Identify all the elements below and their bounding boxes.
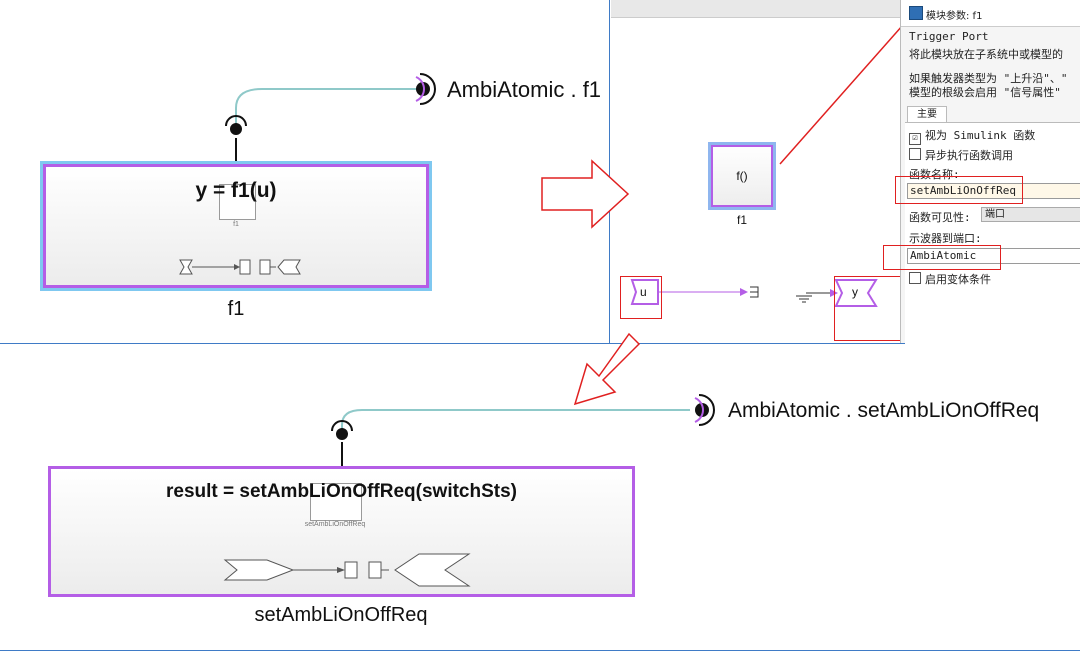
dialog-app-icon	[909, 6, 923, 20]
f1-function-block[interactable]: f1 y = f1(u)	[43, 164, 429, 288]
dialog-title-bar: 模块参数: f1	[901, 0, 1080, 27]
scope-input[interactable]: AmbiAtomic	[907, 248, 1080, 264]
setAmbLiOnOffReq-signature: result = setAmbLiOnOffReq(switchSts)	[165, 481, 518, 502]
bottom-connector	[331, 394, 715, 466]
treat-as-fn-option[interactable]: ☑ 视为 Simulink 函数	[909, 127, 1035, 145]
f1-signature: y = f1(u)	[195, 179, 277, 202]
canvas-wires	[630, 16, 911, 307]
fn-visibility-label: 函数可见性:	[909, 211, 971, 224]
top-left-connector	[225, 73, 436, 166]
block-type-label: Trigger Port	[909, 30, 989, 43]
fn-name-label: 函数名称:	[909, 168, 960, 181]
setAmbLiOnOffReq-inner-box	[310, 483, 362, 521]
trigger-block-caption: f1	[736, 213, 747, 227]
f1-io-glyphs	[179, 259, 301, 275]
dialog-desc-2: 如果触发器类型为 "上升沿"、"	[909, 72, 1068, 85]
dialog-desc-3: 模型的根级会启用 "信号属性"	[909, 86, 1061, 99]
down-arrow	[573, 332, 641, 406]
block-parameters-dialog: 模块参数: f1 Trigger Port 将此模块放在子系统中或模型的 如果触…	[900, 0, 1080, 344]
canvas-toolbar-strip	[611, 0, 900, 18]
bottom-port-label: AmbiAtomic . setAmbLiOnOffReq	[728, 399, 1040, 422]
scope-highlight	[883, 245, 1001, 270]
input-port-highlight	[620, 276, 662, 319]
right-arrow	[541, 159, 630, 229]
fn-name-input[interactable]: setAmbLiOnOffReq	[907, 183, 1080, 199]
treat-as-fn-checkbox[interactable]: ☑	[909, 133, 921, 145]
async-call-label: 异步执行函数调用	[925, 149, 1013, 162]
tab-main[interactable]: 主要	[907, 106, 947, 123]
variant-cond-option[interactable]: 启用变体条件	[909, 271, 991, 287]
input-port-label: u	[640, 285, 647, 299]
scope-label: 示波器到端口:	[909, 232, 982, 245]
async-call-checkbox[interactable]	[909, 148, 921, 160]
async-call-option[interactable]: 异步执行函数调用	[909, 147, 1013, 163]
variant-cond-label: 启用变体条件	[925, 273, 991, 286]
trigger-block[interactable]: f()	[708, 142, 776, 210]
top-left-port-label: AmbiAtomic . f1	[447, 77, 602, 102]
f1-block-caption: f1	[227, 298, 245, 320]
tab-content-area	[905, 122, 1080, 344]
trigger-block-text: f()	[736, 169, 748, 183]
setAmbLiOnOffReq-caption: setAmbLiOnOffReq	[254, 604, 428, 626]
f1-inner-box	[219, 184, 256, 220]
fn-name-highlight	[895, 176, 1023, 204]
setAmbLiOnOffReq-function-block[interactable]: setAmbLiOnOffReq result = setAmbLiOnOffR…	[48, 466, 635, 597]
f1-inner-label: f1	[233, 221, 239, 228]
fn-visibility-select[interactable]: 端口	[981, 207, 1080, 222]
setAmbLiOnOffReq-inner-label: setAmbLiOnOffReq	[304, 521, 366, 528]
variant-cond-checkbox[interactable]	[909, 272, 921, 284]
dialog-title: 模块参数: f1	[926, 11, 983, 22]
setAmbLiOnOffReq-io-glyphs	[223, 553, 471, 587]
tab-main-label: 主要	[917, 109, 937, 120]
output-port-label: y	[852, 285, 858, 299]
treat-as-fn-label: 视为 Simulink 函数	[925, 129, 1036, 142]
dialog-desc-1: 将此模块放在子系统中或模型的	[909, 48, 1063, 61]
